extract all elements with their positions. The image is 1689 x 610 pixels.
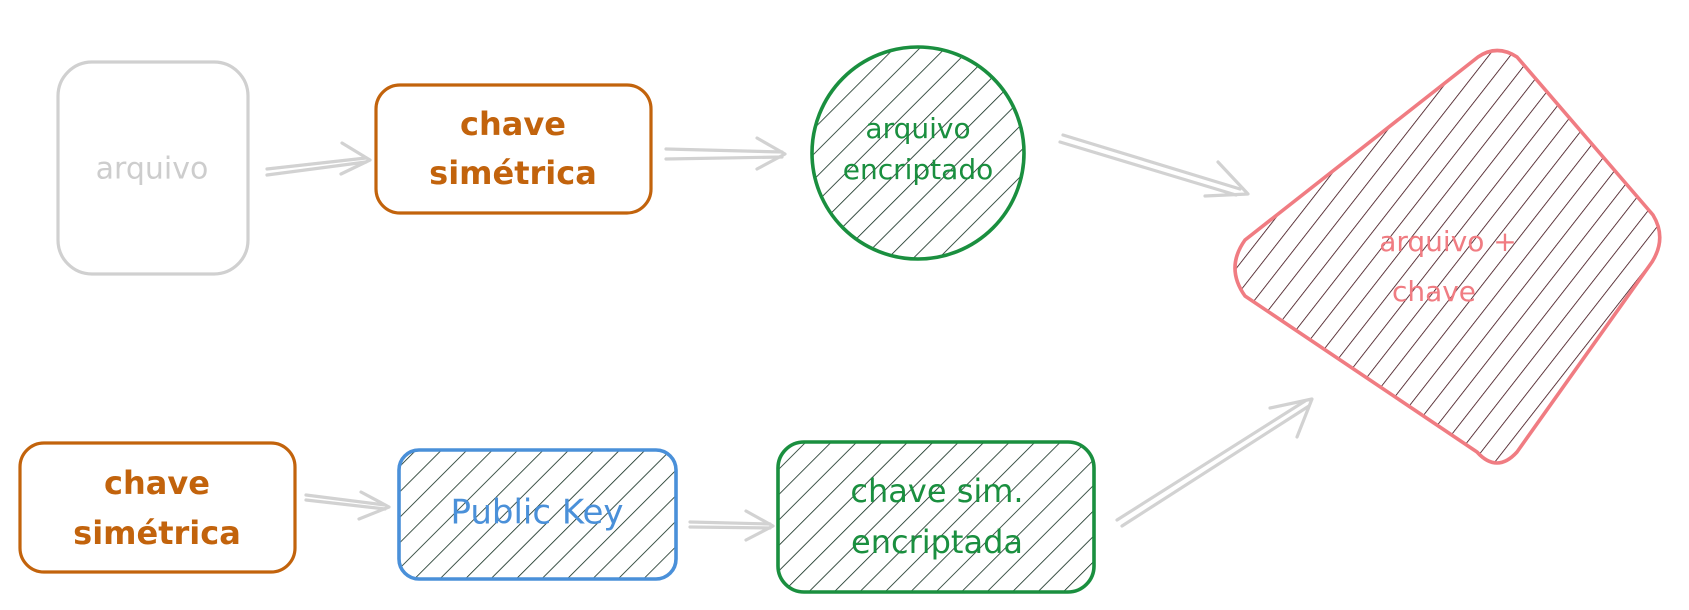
node-arquivo-encriptado-line2: encriptado [843,153,993,186]
arrow-public-key-to-encriptada [688,509,775,542]
node-arquivo: arquivo [56,60,250,276]
node-public-key-label: Public Key [450,493,623,533]
arrow-chave-to-encriptado [664,136,787,171]
node-chave-simetrica-bottom-line1: chave [104,464,210,502]
node-arquivo-chave: arquivo + chave [1233,48,1662,465]
node-arquivo-encriptado: arquivo encriptado [810,45,1026,261]
arrow-encriptada-to-arquivo-chave [1115,397,1314,528]
node-arquivo-label: arquivo [96,152,209,187]
node-arquivo-chave-line2: chave [1392,275,1476,308]
node-chave-sim-encriptada: chave sim. encriptada [776,440,1096,594]
node-chave-sim-encriptada-line1: chave sim. [850,472,1023,510]
node-chave-simetrica-top: chave simétrica [374,83,653,215]
node-chave-simetrica-bottom: chave simétrica [18,441,297,574]
node-chave-sim-encriptada-line2: encriptada [851,523,1023,561]
arrow-encriptado-to-arquivo-chave [1058,133,1250,198]
node-chave-simetrica-bottom-line2: simétrica [73,514,241,552]
node-chave-simetrica-top-line1: chave [460,105,566,143]
arrow-chave-bottom-to-public-key [304,490,391,521]
arrow-arquivo-to-chave [265,141,372,177]
node-arquivo-chave-line1: arquivo + [1379,225,1517,258]
node-arquivo-encriptado-line1: arquivo [865,112,970,145]
node-chave-simetrica-top-line2: simétrica [429,154,597,192]
node-public-key: Public Key [397,448,678,581]
